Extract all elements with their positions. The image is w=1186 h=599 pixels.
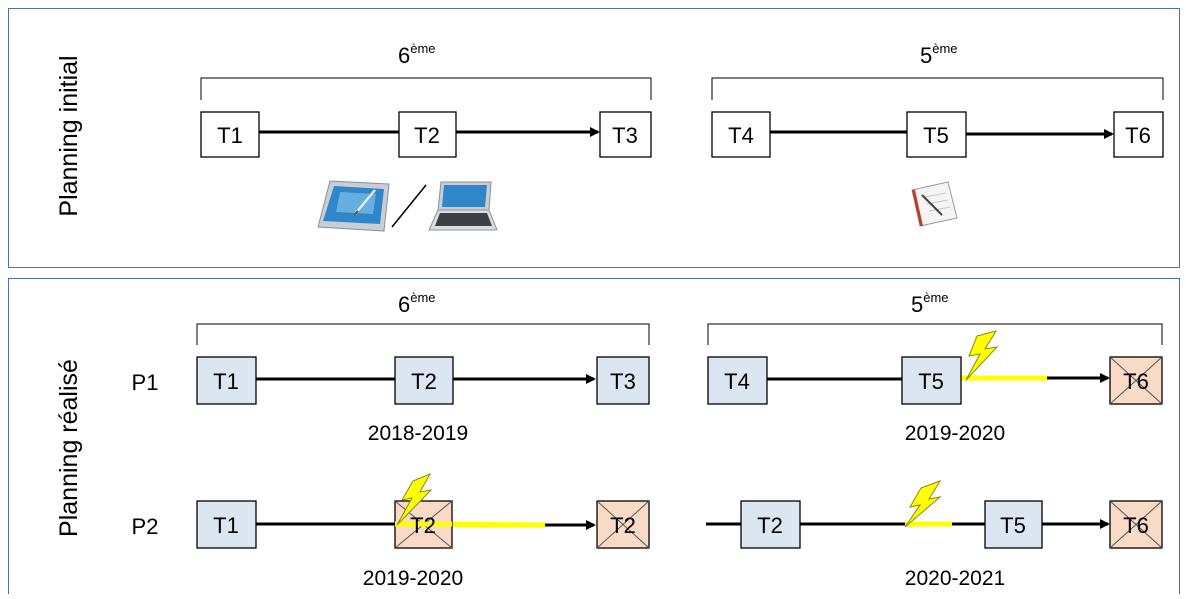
grade-label-6: 6ème xyxy=(398,290,436,317)
row-label-p2: P2 xyxy=(132,514,159,539)
svg-text:T2: T2 xyxy=(410,513,436,538)
side-label-realized: Planning réalisé xyxy=(55,359,83,537)
svg-text:T5: T5 xyxy=(918,369,944,394)
task-box-t1: T1 xyxy=(196,356,257,405)
panel-realized-border xyxy=(8,278,1180,599)
tablet-stylus-icon xyxy=(317,180,390,232)
school-year-label: 2018-2019 xyxy=(368,422,468,445)
task-box-t1: T1 xyxy=(200,111,260,158)
svg-text:T5: T5 xyxy=(1000,513,1026,538)
svg-text:T4: T4 xyxy=(728,123,754,148)
task-box-t2: T2 xyxy=(394,356,454,405)
svg-text:T6: T6 xyxy=(1123,369,1149,394)
bracket-6 xyxy=(200,77,652,100)
grade-label-6: 6ème xyxy=(398,41,436,68)
task-box-t4: T4 xyxy=(711,111,771,158)
bracket-5 xyxy=(707,323,1163,345)
svg-text:T2: T2 xyxy=(411,369,437,394)
svg-text:T1: T1 xyxy=(213,513,239,538)
svg-text:T2: T2 xyxy=(757,513,783,538)
task-box-t6-cancelled: T6 xyxy=(1109,500,1163,549)
panel-initial-border xyxy=(8,8,1180,268)
svg-text:T1: T1 xyxy=(217,123,243,148)
svg-text:T3: T3 xyxy=(610,369,636,394)
svg-text:T4: T4 xyxy=(724,369,750,394)
school-year-label: 2019-2020 xyxy=(905,422,1005,445)
school-year-label: 2019-2020 xyxy=(363,567,463,590)
svg-text:T2: T2 xyxy=(414,123,440,148)
bracket-5 xyxy=(711,77,1164,100)
svg-text:T3: T3 xyxy=(612,123,638,148)
separator-slash xyxy=(391,184,427,228)
task-box-t6-cancelled: T6 xyxy=(1109,356,1163,405)
grade-label-5: 5ème xyxy=(920,41,958,68)
lightning-icon xyxy=(904,480,942,528)
task-box-t2: T2 xyxy=(740,500,801,549)
task-box-t3: T3 xyxy=(596,356,650,405)
task-box-t5: T5 xyxy=(984,500,1043,549)
side-label-initial: Planning initial xyxy=(55,55,83,216)
notebook-icon xyxy=(911,181,958,227)
svg-text:T1: T1 xyxy=(213,369,239,394)
task-box-t4: T4 xyxy=(707,356,768,405)
svg-text:T5: T5 xyxy=(923,123,949,148)
panel-initial: Planning initial 6ème 5ème T1 T2 T3 T4 xyxy=(8,8,1180,268)
task-box-t1: T1 xyxy=(196,500,257,549)
grade-label-5: 5ème xyxy=(911,290,949,317)
task-box-t2-cancelled: T2 xyxy=(596,500,650,549)
row-label-p1: P1 xyxy=(132,370,159,395)
panel-realized: Planning réalisé 6ème 5ème P1 T1 T2 T3 2… xyxy=(8,278,1180,599)
task-box-t6: T6 xyxy=(1113,111,1164,158)
lightning-icon xyxy=(396,472,433,526)
school-year-label: 2020-2021 xyxy=(905,567,1005,590)
bracket-6 xyxy=(196,323,650,345)
svg-text:T6: T6 xyxy=(1123,513,1149,538)
svg-text:T2: T2 xyxy=(610,513,636,538)
tablet-keyboard-icon xyxy=(428,181,498,231)
svg-text:T6: T6 xyxy=(1125,123,1151,148)
task-box-t5: T5 xyxy=(906,111,967,158)
task-box-t2-cancelled: T2 xyxy=(394,500,453,549)
lightning-icon xyxy=(965,330,999,381)
task-box-t5: T5 xyxy=(901,356,962,405)
task-box-t2: T2 xyxy=(398,111,457,158)
task-box-t3: T3 xyxy=(599,111,652,158)
